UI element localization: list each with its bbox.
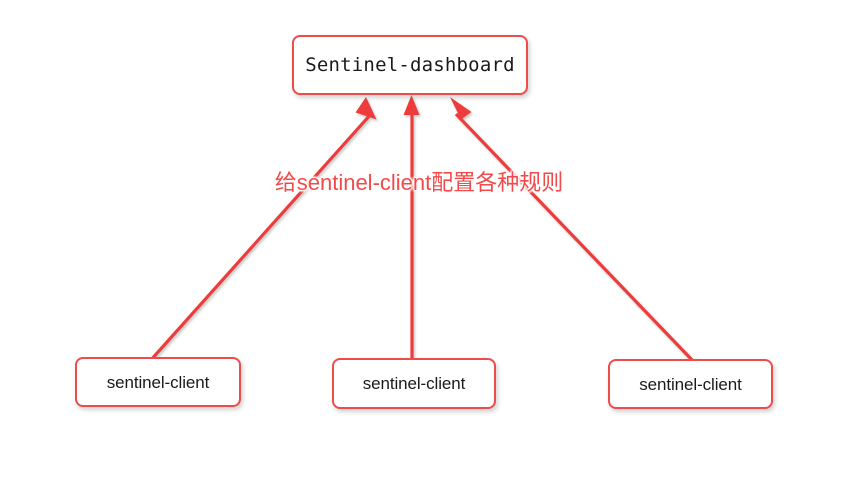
node-sentinel-client-1[interactable]: sentinel-client xyxy=(75,357,241,407)
edge-annotation-label: 给sentinel-client配置各种规则 xyxy=(274,170,564,195)
node-sentinel-dashboard[interactable]: Sentinel-dashboard xyxy=(292,35,528,95)
node-sentinel-client-1-label: sentinel-client xyxy=(106,372,210,392)
node-sentinel-client-2-label: sentinel-client xyxy=(362,374,466,393)
node-sentinel-client-2[interactable]: sentinel-client xyxy=(332,358,496,409)
node-sentinel-client-3-label: sentinel-client xyxy=(639,374,742,394)
node-sentinel-dashboard-label: Sentinel-dashboard xyxy=(305,53,515,76)
node-sentinel-client-3[interactable]: sentinel-client xyxy=(608,359,773,409)
edge-client3-to-dashboard xyxy=(450,97,695,363)
edge-client1-to-dashboard xyxy=(148,97,377,363)
edge-client2-to-dashboard xyxy=(403,95,420,358)
